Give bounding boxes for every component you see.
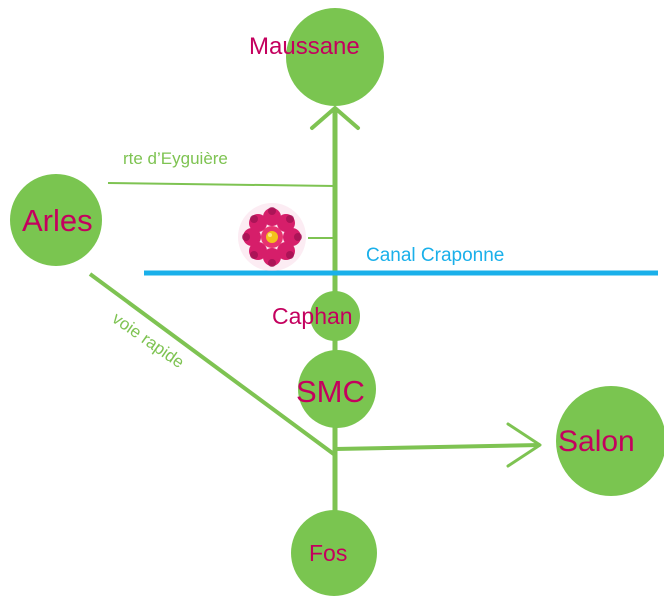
maussane-circle[interactable]	[286, 8, 384, 106]
place-markers	[10, 8, 664, 596]
canal-craponne: Canal Craponne	[144, 245, 658, 276]
north-arrowhead	[310, 106, 360, 130]
caphan-label: Caphan	[272, 303, 353, 329]
arles-circle[interactable]	[10, 174, 102, 266]
maussane-label: Maussane	[249, 33, 360, 60]
salon-road	[334, 443, 541, 451]
canal-label: Canal Craponne	[366, 245, 504, 266]
salon-label: Salon	[558, 425, 635, 458]
road-network	[88, 106, 542, 555]
salon-circle[interactable]	[556, 386, 664, 496]
arles-label: Arles	[22, 203, 93, 238]
caphan-circle[interactable]	[310, 291, 360, 341]
voie-rapide-road	[88, 272, 337, 457]
fos-label: Fos	[309, 540, 347, 566]
place-labels: Maussane Arles Caphan SMC Salon Fos	[22, 33, 635, 566]
smc-circle[interactable]	[298, 350, 376, 428]
smc-label: SMC	[296, 374, 365, 409]
flower-icon	[238, 203, 306, 271]
east-arrowhead	[506, 422, 542, 468]
route-eyguiere-road	[107, 182, 336, 187]
route-eyguiere-label: rte d’Eyguière	[123, 149, 228, 168]
fos-circle[interactable]	[291, 510, 377, 596]
